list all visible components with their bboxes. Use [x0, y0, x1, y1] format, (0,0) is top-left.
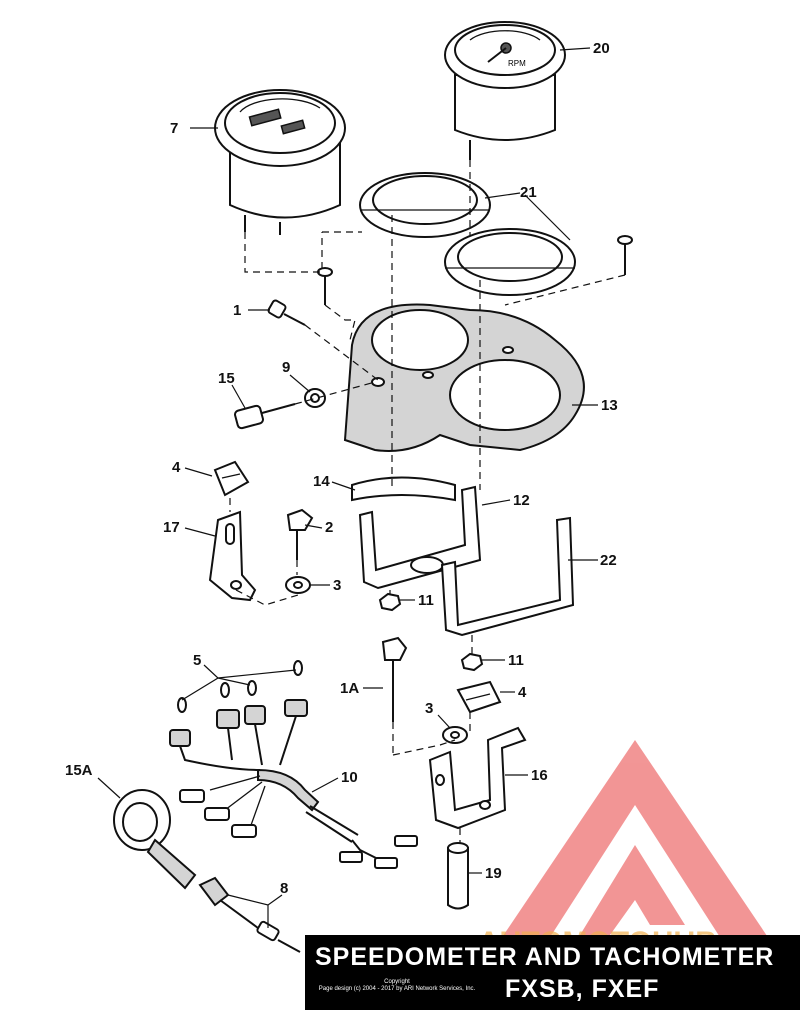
label-3-upper: 3	[333, 577, 341, 594]
part-9-grommet[interactable]	[304, 388, 326, 408]
part-11-nut-upper[interactable]	[378, 592, 402, 612]
copyright-text: Page design (c) 2004 - 2017 by ARI Netwo…	[318, 986, 476, 992]
label-15A: 15A	[65, 762, 93, 779]
alignment-lines	[229, 160, 626, 843]
screw-right[interactable]	[617, 235, 633, 275]
part-16-bracket[interactable]	[428, 726, 527, 830]
part-14-strap[interactable]	[351, 476, 456, 502]
part-3-washer-upper[interactable]	[285, 576, 311, 594]
label-11-lower: 11	[508, 652, 524, 669]
callout-labels: 7 20 21 1 9 15 13 4 14 12 17 2 3 22 11 5…	[65, 40, 618, 897]
label-15: 15	[218, 370, 235, 387]
watermark-triangle-icon	[480, 740, 790, 970]
label-7: 7	[170, 120, 178, 137]
label-17: 17	[163, 519, 180, 536]
part-12-mount-bracket[interactable]	[358, 485, 482, 590]
part-8-cable[interactable]	[198, 876, 301, 953]
part-19-spacer[interactable]	[447, 842, 469, 910]
part-1-screw[interactable]	[267, 299, 306, 326]
label-4-upper: 4	[172, 459, 181, 476]
label-13: 13	[601, 397, 618, 414]
wiring-sockets[interactable]	[169, 699, 308, 771]
label-3-lower: 3	[425, 700, 433, 717]
label-5: 5	[193, 652, 201, 669]
label-20: 20	[593, 40, 610, 57]
part-20-tachometer[interactable]: RPM	[444, 21, 566, 160]
label-1A: 1A	[340, 680, 359, 697]
label-1: 1	[233, 302, 241, 319]
label-10: 10	[341, 769, 358, 786]
copyright-label: Copyright	[384, 979, 410, 985]
part-4-clip-upper[interactable]	[213, 460, 250, 497]
part-4-clip-lower[interactable]	[456, 680, 502, 714]
part-3-washer-lower[interactable]	[442, 726, 468, 744]
label-2: 2	[325, 519, 333, 536]
part-13-console-housing[interactable]	[343, 303, 585, 452]
part-15A-cable-housing[interactable]	[113, 789, 197, 890]
svg-text:RPM: RPM	[508, 59, 526, 68]
label-14: 14	[313, 473, 330, 490]
part-15-reset-knob[interactable]	[234, 403, 296, 430]
screw-left[interactable]	[317, 267, 333, 305]
part-2-bolt[interactable]	[286, 508, 314, 560]
label-16: 16	[531, 767, 548, 784]
part-7-speedometer[interactable]	[214, 89, 346, 235]
label-8: 8	[280, 880, 288, 897]
part-1A-long-bolt[interactable]	[381, 636, 408, 722]
diagram-title: SPEEDOMETER AND TACHOMETER	[315, 943, 775, 971]
part-17-bracket[interactable]	[208, 510, 257, 602]
label-9: 9	[282, 359, 290, 376]
leader-lines	[97, 47, 598, 928]
model-codes: FXSB, FXEF	[505, 975, 660, 1003]
part-5-bulbs[interactable]	[177, 660, 303, 713]
label-11-upper: 11	[418, 592, 434, 609]
label-12: 12	[513, 492, 530, 509]
part-22-bracket[interactable]	[440, 516, 575, 637]
copyright-notice: Copyright Page design (c) 2004 - 2017 by…	[317, 979, 477, 993]
part-11-nut-lower[interactable]	[460, 652, 484, 672]
part-10-wiring-harness[interactable]	[179, 768, 418, 869]
label-21: 21	[520, 184, 537, 201]
label-19: 19	[485, 865, 502, 882]
label-4-lower: 4	[518, 684, 527, 701]
title-box: SPEEDOMETER AND TACHOMETER Copyright Pag…	[305, 935, 800, 1010]
label-22: 22	[600, 552, 617, 569]
